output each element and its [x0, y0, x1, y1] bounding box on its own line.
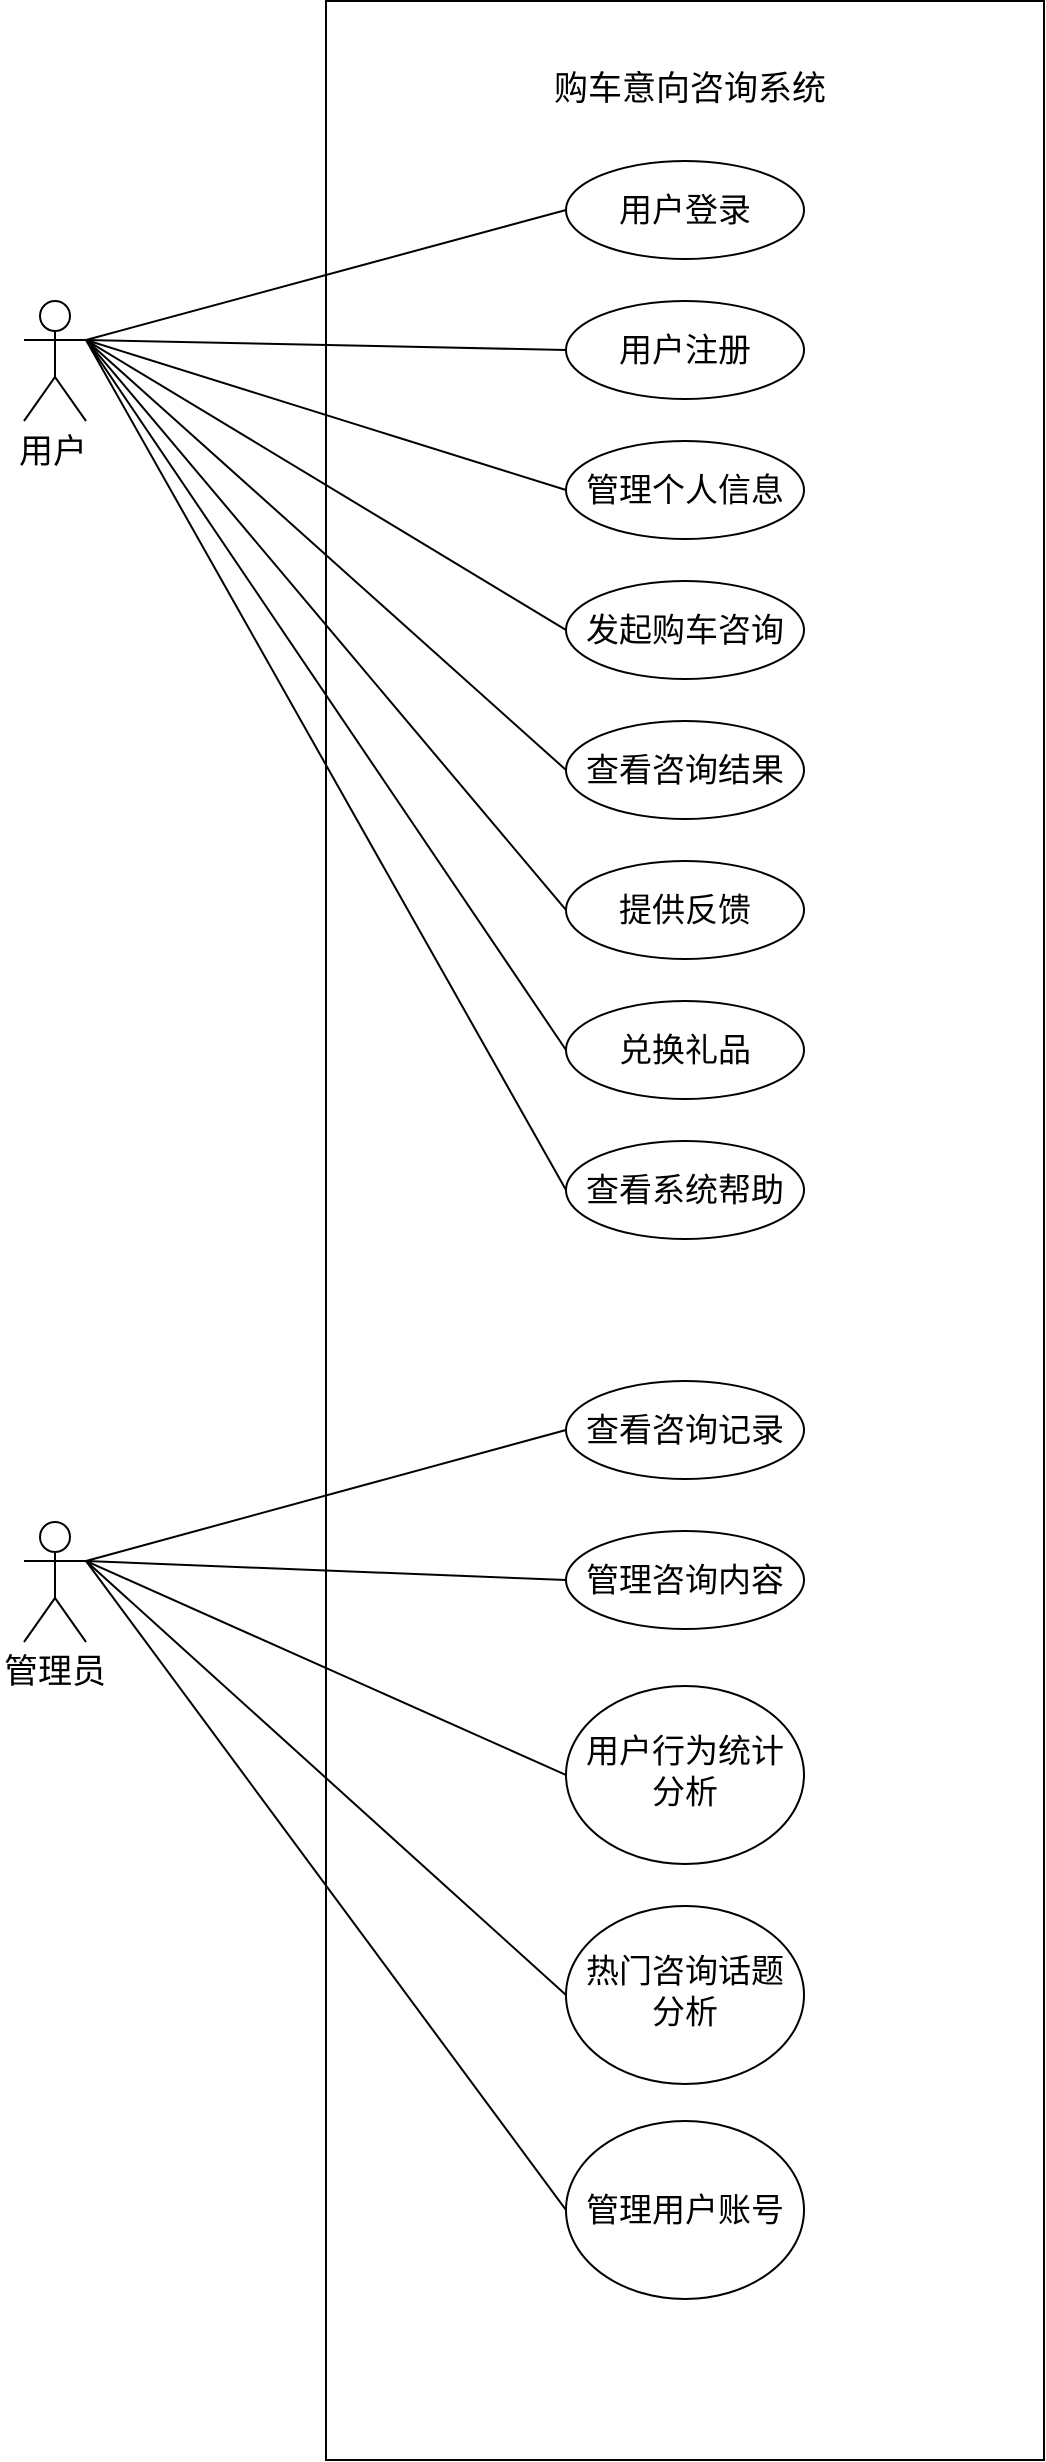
- use-case-user-login[interactable]: 用户登录: [565, 160, 805, 260]
- assoc-user-manage-info: [85, 339, 567, 491]
- use-case-ellipse: [565, 1000, 805, 1100]
- use-case-label: 管理个人信息: [586, 471, 784, 510]
- use-case-label: 查看系统帮助: [586, 1171, 784, 1210]
- assoc-user-redeem: [85, 339, 567, 1051]
- actor-user: [23, 300, 87, 422]
- assoc-user-register: [85, 339, 567, 351]
- use-case-manage-consult-content[interactable]: 管理咨询内容: [565, 1530, 805, 1630]
- actor-user-right-leg: [54, 376, 87, 422]
- use-case-manage-personal-info[interactable]: 管理个人信息: [565, 440, 805, 540]
- actor-user-label: 用户: [19, 432, 87, 472]
- assoc-admin-view-records: [85, 1429, 567, 1562]
- use-case-label: 热门咨询话题: [586, 1952, 784, 1991]
- assoc-user-login: [85, 209, 567, 341]
- use-case-label: 兑换礼品: [619, 1031, 751, 1070]
- use-case-ellipse: [565, 580, 805, 680]
- use-case-user-behavior-analysis[interactable]: 用户行为统计 分析: [565, 1685, 805, 1865]
- actor-admin-label: 管理员: [4, 1652, 106, 1692]
- use-case-ellipse: [565, 1685, 805, 1865]
- use-case-label: 管理用户账号: [586, 2191, 784, 2230]
- use-case-ellipse: [565, 300, 805, 400]
- system-title: 购车意向咨询系统: [554, 69, 826, 109]
- use-case-ellipse: [565, 1380, 805, 1480]
- use-case-provide-feedback[interactable]: 提供反馈: [565, 860, 805, 960]
- use-case-label: 查看咨询记录: [586, 1411, 784, 1450]
- use-case-ellipse: [565, 860, 805, 960]
- use-case-redeem-gift[interactable]: 兑换礼品: [565, 1000, 805, 1100]
- use-case-label: 用户登录: [619, 191, 751, 230]
- use-case-label: 用户注册: [619, 331, 751, 370]
- user-associations: [85, 209, 567, 1191]
- use-case-ellipse: [565, 1530, 805, 1630]
- actor-admin-head: [39, 1521, 71, 1553]
- actor-user-left-leg: [23, 376, 56, 422]
- assoc-admin-behavior-stats: [85, 1560, 567, 1776]
- use-case-ellipse: [565, 440, 805, 540]
- assoc-admin-manage-content: [85, 1560, 567, 1581]
- use-case-manage-user-accounts[interactable]: 管理用户账号: [565, 2120, 805, 2300]
- use-case-label: 发起购车咨询: [586, 611, 784, 650]
- use-case-start-car-consult[interactable]: 发起购车咨询: [565, 580, 805, 680]
- use-case-hot-topic-analysis[interactable]: 热门咨询话题 分析: [565, 1905, 805, 2085]
- use-case-label: 提供反馈: [619, 891, 751, 930]
- admin-use-cases: 查看咨询记录 管理咨询内容 用户行为统计 分析 热门咨询话题 分析 管理用户账号: [565, 1380, 805, 2300]
- assoc-user-feedback: [85, 339, 567, 911]
- actor-admin-left-leg: [23, 1597, 56, 1643]
- user-use-cases: 用户登录 用户注册 管理个人信息 发起购车咨询 查看咨询结果 提供反馈 兑换礼品: [565, 160, 805, 1240]
- admin-associations: [85, 1429, 567, 2211]
- use-case-ellipse: [565, 1140, 805, 1240]
- use-case-label: 查看咨询结果: [586, 751, 784, 790]
- assoc-user-help: [85, 339, 567, 1191]
- use-case-view-system-help[interactable]: 查看系统帮助: [565, 1140, 805, 1240]
- use-case-label: 用户行为统计: [586, 1732, 784, 1771]
- actor-admin: [23, 1521, 87, 1643]
- use-case-user-register[interactable]: 用户注册: [565, 300, 805, 400]
- assoc-admin-manage-accounts: [85, 1560, 567, 2211]
- assoc-admin-hot-topics: [85, 1560, 567, 1996]
- use-case-ellipse: [565, 720, 805, 820]
- use-case-view-consult-records[interactable]: 查看咨询记录: [565, 1380, 805, 1480]
- use-case-label-line2: 分析: [652, 1773, 718, 1812]
- actor-admin-right-leg: [54, 1597, 87, 1643]
- assoc-user-start-consult: [85, 339, 567, 631]
- use-case-label-line2: 分析: [652, 1993, 718, 2032]
- use-case-ellipse: [565, 160, 805, 260]
- use-case-ellipse: [565, 2120, 805, 2300]
- assoc-user-view-result: [85, 339, 567, 771]
- use-case-view-consult-result[interactable]: 查看咨询结果: [565, 720, 805, 820]
- use-case-label: 管理咨询内容: [586, 1561, 784, 1600]
- use-case-ellipse: [565, 1905, 805, 2085]
- actor-user-head: [39, 300, 71, 332]
